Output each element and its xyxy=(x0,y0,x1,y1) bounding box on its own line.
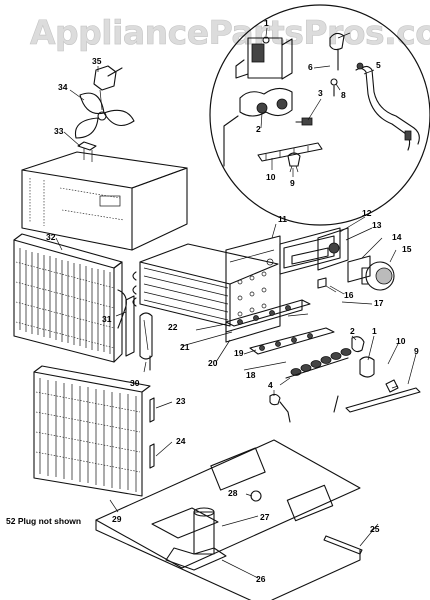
top-housing xyxy=(21,151,188,251)
callout-1: 1 xyxy=(264,18,269,28)
callout-1-lower: 1 xyxy=(372,326,377,336)
callout-9-lower: 9 xyxy=(414,346,419,356)
callout-34: 34 xyxy=(58,82,68,92)
fitting xyxy=(295,117,313,126)
callout-2: 2 xyxy=(256,124,261,134)
bracket-10 xyxy=(257,142,323,162)
callout-5: 5 xyxy=(376,60,381,70)
callout-26: 26 xyxy=(256,574,266,584)
callout-labels: 1 2 3 5 6 8 9 10 11 12 13 14 15 16 17 18… xyxy=(46,18,419,584)
burner-tubes xyxy=(290,348,352,376)
callout-9: 9 xyxy=(290,178,295,188)
evaporator-coil xyxy=(132,223,281,343)
lower-condenser xyxy=(33,365,173,513)
detail-inset xyxy=(209,4,430,226)
callout-10-lower: 10 xyxy=(396,336,406,346)
fan-motor-assembly xyxy=(63,65,135,162)
callout-14: 14 xyxy=(392,232,402,242)
burner-assembly xyxy=(181,299,421,423)
plug-note: 52 Plug not shown xyxy=(6,516,81,526)
callout-33: 33 xyxy=(54,126,64,136)
callout-17: 17 xyxy=(374,298,384,308)
callout-22: 22 xyxy=(168,322,178,332)
callout-15: 15 xyxy=(402,244,412,254)
callout-24: 24 xyxy=(176,436,186,446)
shroud-and-bracket xyxy=(115,295,153,373)
callout-12: 12 xyxy=(362,208,372,218)
control-panel xyxy=(279,216,397,305)
callout-20: 20 xyxy=(208,358,218,368)
callout-11: 11 xyxy=(278,214,287,224)
callout-27: 27 xyxy=(260,512,270,522)
callout-29: 29 xyxy=(112,514,122,524)
callout-32: 32 xyxy=(46,232,56,242)
callout-6: 6 xyxy=(308,62,313,72)
callout-19: 19 xyxy=(234,348,244,358)
callout-18: 18 xyxy=(246,370,256,380)
callout-13: 13 xyxy=(372,220,382,230)
thermostat xyxy=(287,152,301,173)
callout-16: 16 xyxy=(344,290,354,300)
callout-28: 28 xyxy=(228,488,238,498)
callout-4: 4 xyxy=(268,380,273,390)
base-pan xyxy=(95,439,379,600)
coupling xyxy=(329,32,345,97)
gas-pipe xyxy=(355,62,420,151)
watermark: AppliancePartsPros.com xyxy=(30,13,430,52)
callout-21: 21 xyxy=(180,342,190,352)
callout-3: 3 xyxy=(318,88,323,98)
callout-10: 10 xyxy=(266,172,276,182)
callout-30: 30 xyxy=(130,378,140,388)
condenser-coil xyxy=(13,233,127,363)
callout-31: 31 xyxy=(102,314,112,324)
solenoid-valve xyxy=(235,36,293,80)
callout-8: 8 xyxy=(341,90,346,100)
callout-25: 25 xyxy=(370,524,380,534)
compressor xyxy=(165,490,262,571)
callout-35: 35 xyxy=(92,56,102,66)
callout-2-lower: 2 xyxy=(350,326,355,336)
callout-23: 23 xyxy=(176,396,186,406)
